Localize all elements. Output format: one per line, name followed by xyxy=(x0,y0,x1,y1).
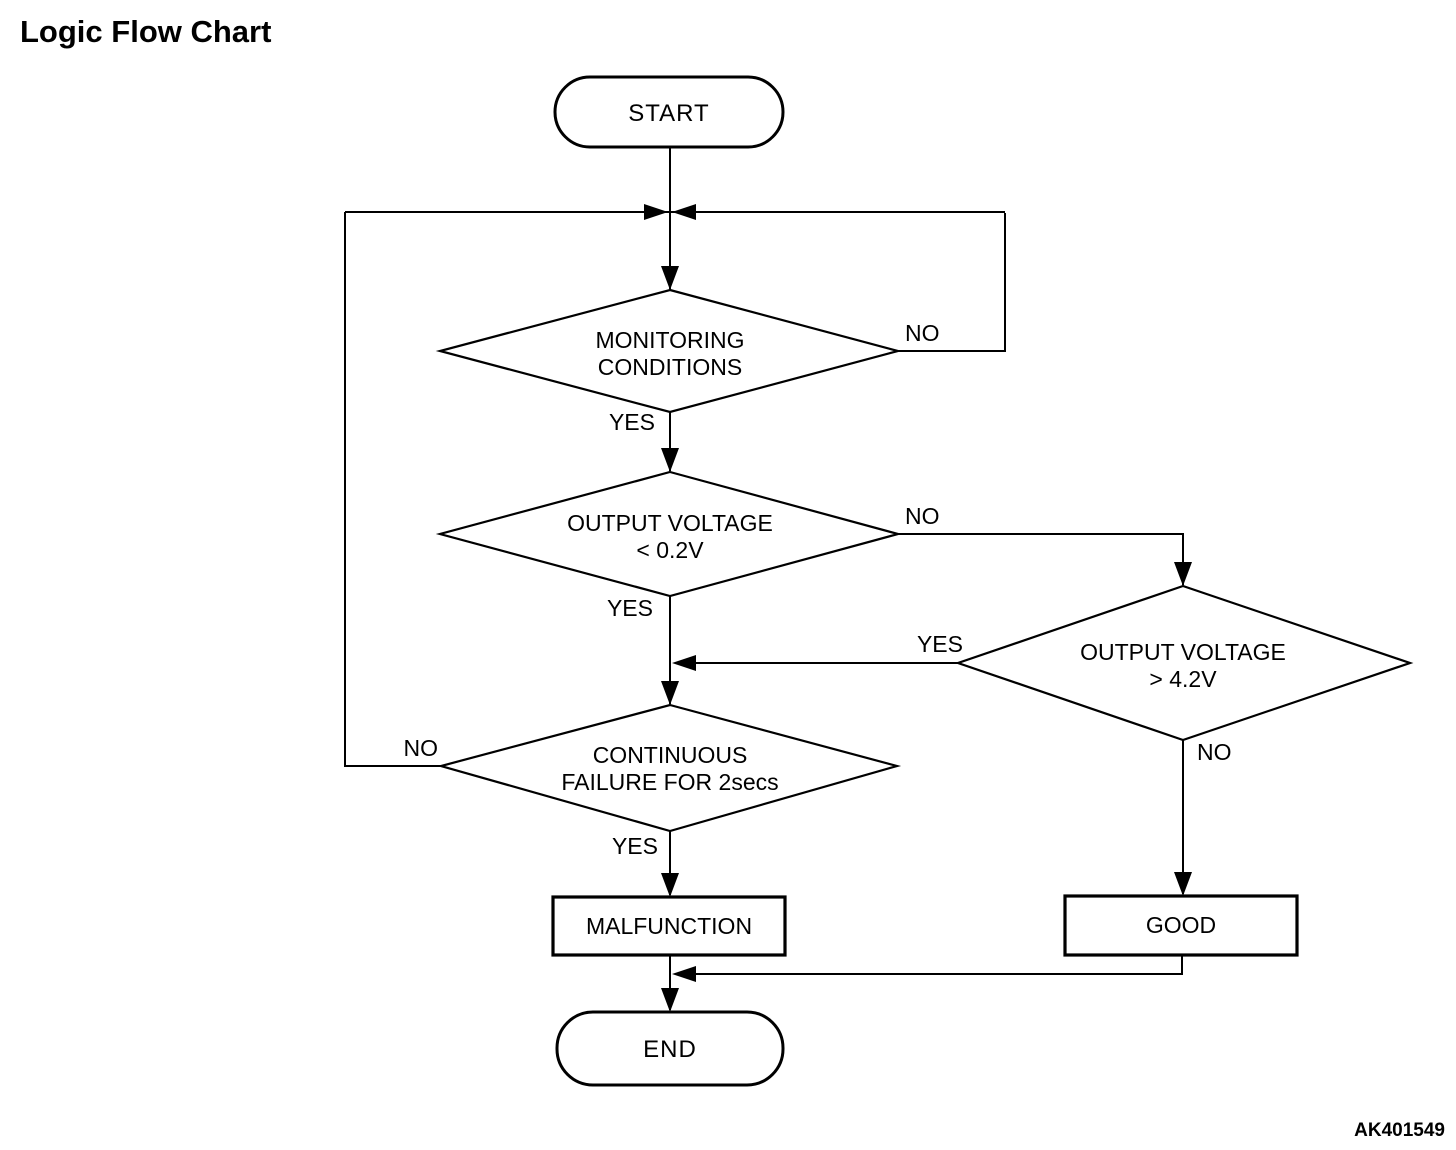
arrow-into-good-icon xyxy=(1174,872,1192,896)
node-monitoring-conditions: MONITORING CONDITIONS xyxy=(435,288,903,414)
continuous-no-label: NO xyxy=(404,735,439,761)
output-low-label-line2: < 0.2V xyxy=(636,537,704,563)
flowchart-edge-labels: NO YES NO YES YES NO NO YES xyxy=(404,320,1232,859)
arrow-good-return-icon xyxy=(672,966,696,982)
arrow-into-end-icon xyxy=(661,988,679,1012)
junction-arrow-left-icon xyxy=(672,204,696,220)
output-low-yes-label: YES xyxy=(607,595,653,621)
flowchart-arrowheads xyxy=(644,204,1192,1012)
node-output-voltage-high: OUTPUT VOLTAGE > 4.2V xyxy=(954,584,1414,742)
node-continuous-failure: CONTINUOUS FAILURE FOR 2secs xyxy=(436,703,902,833)
end-label: END xyxy=(643,1036,697,1063)
good-process-shape xyxy=(1063,894,1299,957)
monitoring-label-line1: MONITORING xyxy=(595,327,744,353)
output-high-label-line2: > 4.2V xyxy=(1149,666,1217,692)
page-title: Logic Flow Chart xyxy=(20,14,271,49)
continuous-label-line2: FAILURE FOR 2secs xyxy=(561,769,778,795)
output-high-label-line1: OUTPUT VOLTAGE xyxy=(1080,639,1286,665)
junction-arrow-right-icon xyxy=(644,204,668,220)
output-low-no-label: NO xyxy=(905,503,940,529)
arrow-into-continuous-icon xyxy=(661,681,679,705)
start-label: START xyxy=(628,100,709,127)
edge-output-low-no-line xyxy=(898,533,1184,585)
start-terminator-shape xyxy=(553,75,785,149)
flowchart-edges xyxy=(344,147,1184,1010)
output-low-decision-shape xyxy=(435,470,903,598)
arrow-into-malfunction-icon xyxy=(661,873,679,897)
malfunction-label: MALFUNCTION xyxy=(586,913,752,939)
output-high-no-label: NO xyxy=(1197,739,1232,765)
node-output-voltage-low: OUTPUT VOLTAGE < 0.2V xyxy=(435,470,903,598)
arrow-into-monitoring-icon xyxy=(661,266,679,290)
continuous-label-line1: CONTINUOUS xyxy=(593,742,748,768)
arrow-output-high-yes-icon xyxy=(672,655,696,671)
edge-continuous-no-loop-line xyxy=(344,212,441,767)
monitoring-yes-label: YES xyxy=(609,409,655,435)
node-malfunction: MALFUNCTION xyxy=(551,895,787,957)
good-label: GOOD xyxy=(1146,912,1216,938)
output-low-label-line1: OUTPUT VOLTAGE xyxy=(567,510,773,536)
edge-monitoring-no-loop-line xyxy=(898,213,1006,352)
node-good: GOOD xyxy=(1063,894,1299,957)
node-start: START xyxy=(553,75,785,149)
monitoring-no-label: NO xyxy=(905,320,940,346)
end-terminator-shape xyxy=(555,1010,785,1087)
output-high-yes-label: YES xyxy=(917,631,963,657)
monitoring-label-line2: CONDITIONS xyxy=(598,354,742,380)
continuous-decision-shape xyxy=(436,703,902,833)
continuous-yes-label: YES xyxy=(612,833,658,859)
figure-code: AK401549 xyxy=(1354,1120,1445,1141)
arrow-into-output-low-icon xyxy=(661,448,679,472)
arrow-into-output-high-icon xyxy=(1174,562,1192,586)
node-end: END xyxy=(555,1010,785,1087)
monitoring-decision-shape xyxy=(435,288,903,414)
edge-good-to-end-line xyxy=(678,955,1183,975)
malfunction-process-shape xyxy=(551,895,787,957)
output-high-decision-shape xyxy=(954,584,1414,742)
